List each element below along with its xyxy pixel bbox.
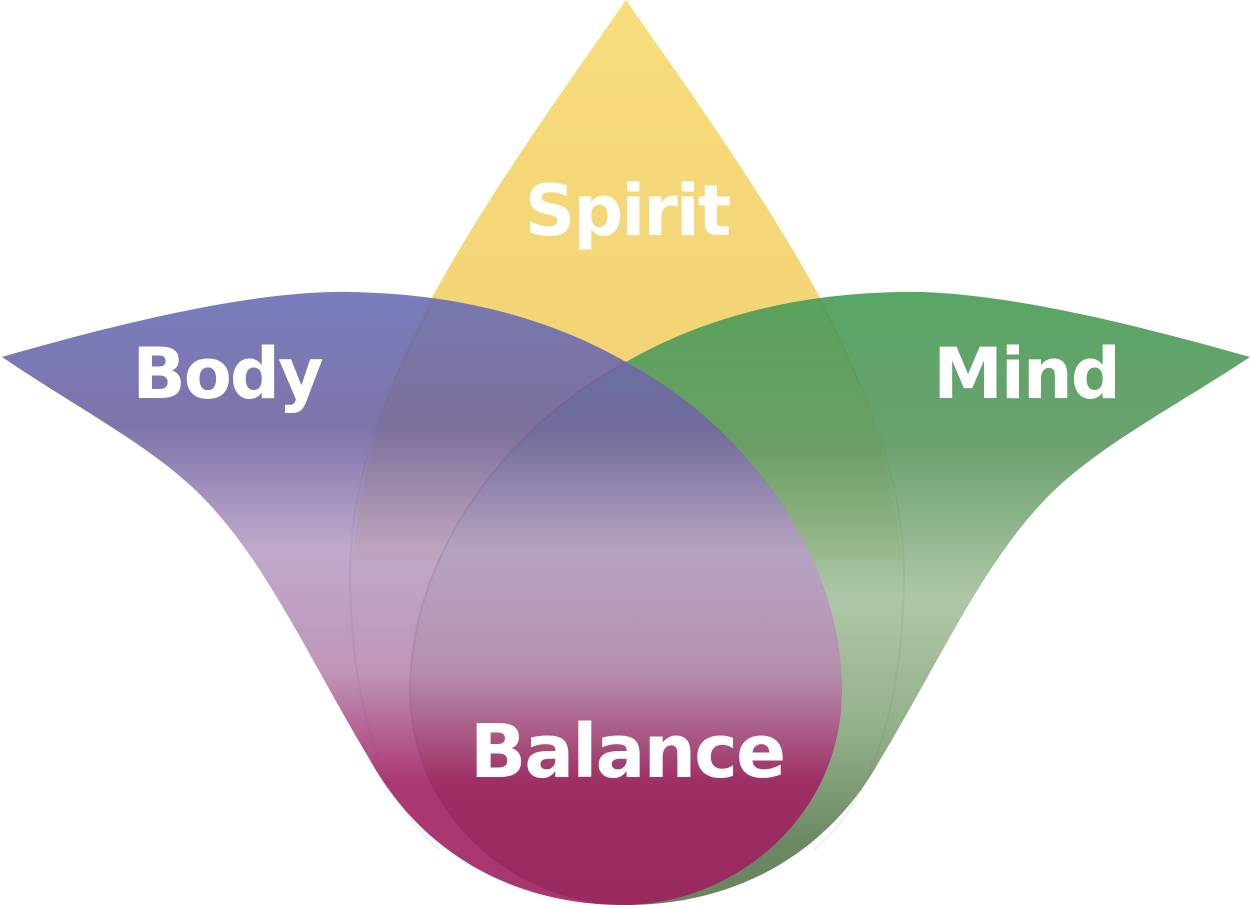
mind-label: Mind (933, 333, 1121, 415)
mind-petal-edge (408, 361, 627, 905)
spirit-label: Spirit (524, 170, 731, 252)
body-petal (2, 291, 842, 905)
body-label: Body (132, 333, 323, 415)
spirit-petal-edge (348, 296, 441, 851)
spirit-petal-edge-right (813, 296, 906, 851)
balance-label: Balance (469, 709, 786, 795)
